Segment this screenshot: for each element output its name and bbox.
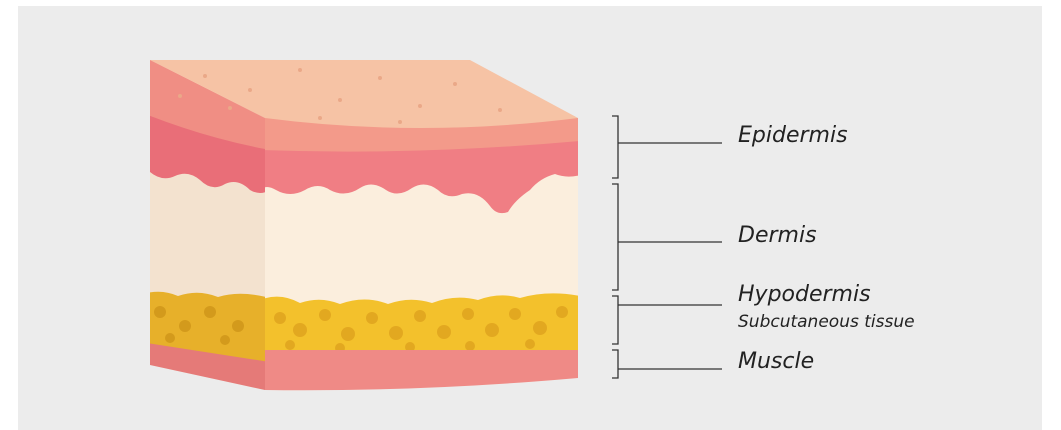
hypodermis-label: Hypodermis xyxy=(738,282,871,307)
dermis-bracket xyxy=(612,183,619,291)
muscle-front xyxy=(265,350,578,391)
hypodermis-bracket xyxy=(612,295,619,345)
epidermis-label: Epidermis xyxy=(738,123,848,148)
fat-front xyxy=(265,293,578,360)
layer-brackets xyxy=(612,115,722,379)
fat-side xyxy=(150,291,265,365)
epidermis-bracket xyxy=(612,115,619,179)
fat-cells-side xyxy=(154,306,244,345)
subcutaneous-label: Subcutaneous tissue xyxy=(738,312,915,332)
top-face xyxy=(150,60,578,128)
skin-pores xyxy=(178,68,502,124)
muscle-bracket xyxy=(612,349,619,379)
epidermis-band-side xyxy=(150,60,265,150)
muscle-label: Muscle xyxy=(738,349,815,374)
dermis-label: Dermis xyxy=(738,223,817,248)
muscle-side xyxy=(150,342,265,390)
front-face xyxy=(265,118,578,391)
fat-cells-front xyxy=(274,306,568,353)
